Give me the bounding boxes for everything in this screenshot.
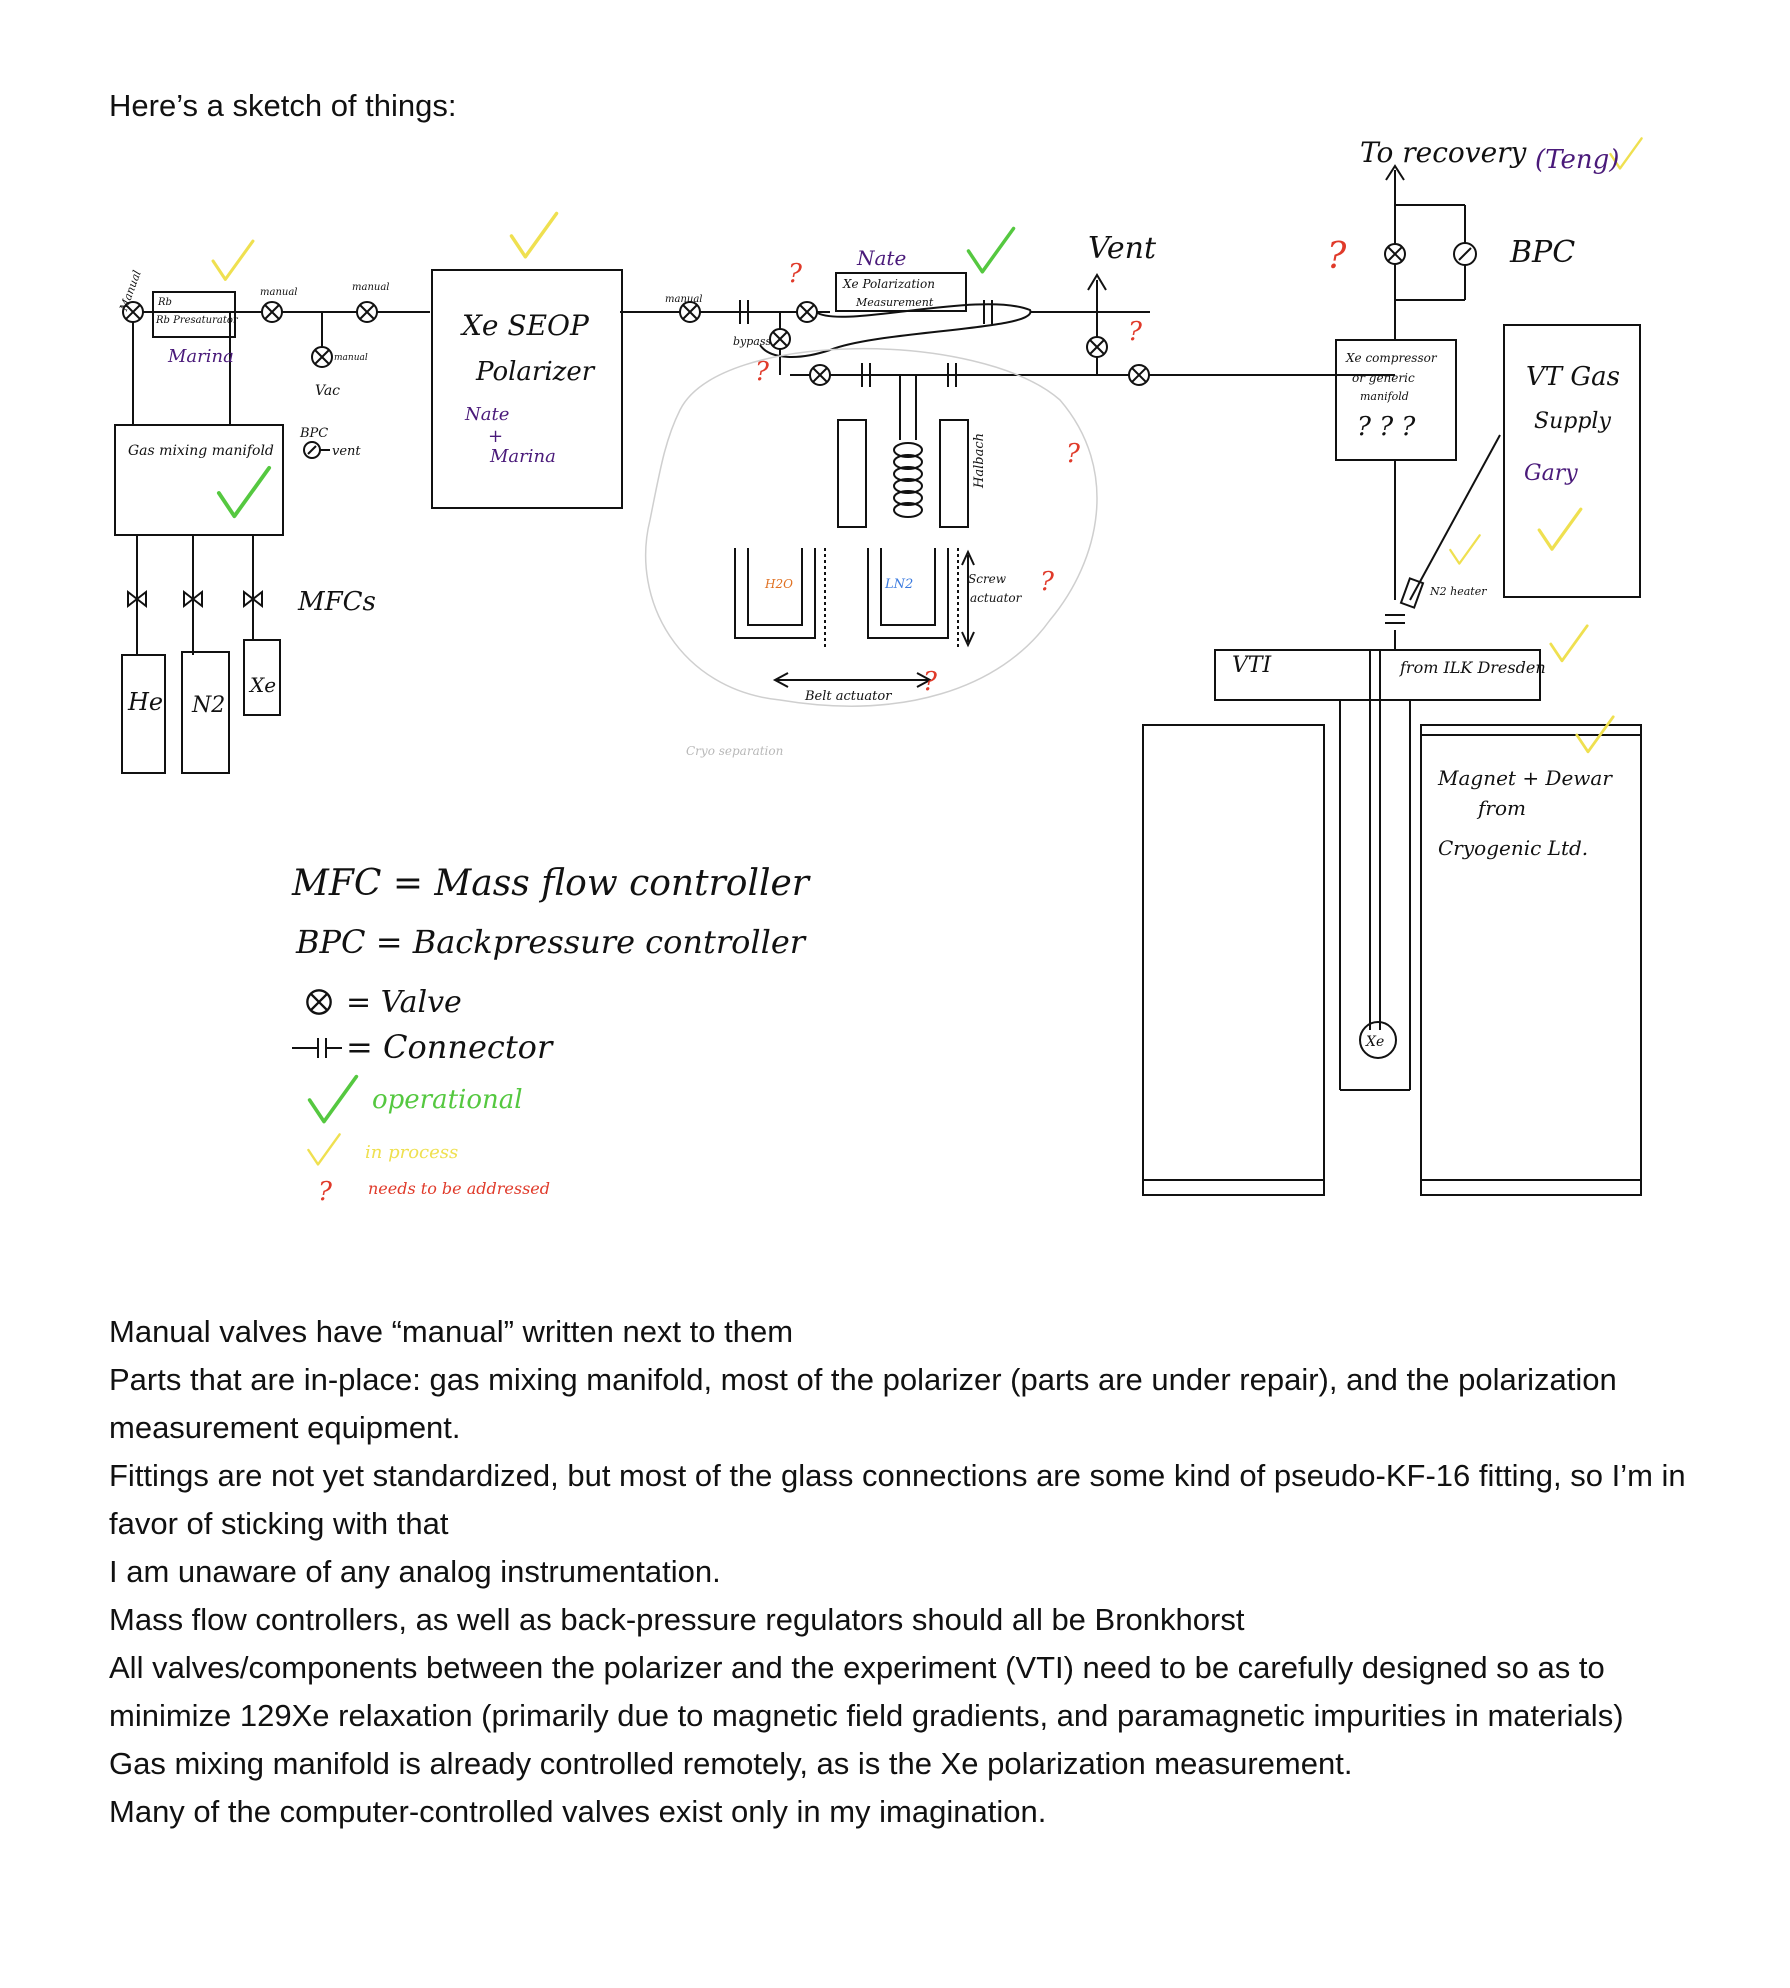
legend-yellow-check (308, 1134, 339, 1164)
label-xe-pol-2: Measurement (855, 296, 934, 309)
label-bpc-big: BPC (1509, 235, 1575, 270)
label-magnet-2: from (1476, 796, 1526, 820)
check-ilk (1551, 626, 1587, 661)
q-screw: ? (1040, 567, 1055, 597)
label-rb-1: Rb (157, 297, 172, 308)
valve-right (1129, 365, 1149, 385)
note-item: Mass flow controllers, as well as back-p… (109, 1596, 1689, 1644)
q-vent: ? (1128, 317, 1143, 347)
valve-recovery (1385, 244, 1405, 264)
gas-handling-diagram: ? ? ? ? ? ? ? Manual Rb Rb Presaturator … (0, 0, 1790, 1300)
label-nate-marina-1: Nate (464, 404, 509, 425)
q-recovery: ? (1327, 236, 1347, 277)
legend-valve: = Valve (346, 985, 462, 1020)
check-polarizer (511, 213, 556, 256)
legend-valve-icon (307, 990, 330, 1013)
label-nate-marina-2: + (488, 426, 503, 447)
label-manual-3: manual (665, 294, 703, 305)
label-vac: Vac (315, 383, 340, 399)
label-vt-gas-2: Supply (1534, 409, 1611, 434)
check-n2-heater (1450, 535, 1479, 563)
label-manual-2: manual (352, 282, 390, 293)
label-magnet-3: Cryogenic Ltd. (1438, 836, 1588, 860)
label-magnet-1: Magnet + Dewar (1437, 766, 1613, 790)
label-nate-2: Nate (856, 246, 906, 270)
bpc-small-icon (304, 442, 330, 458)
valve-pol-meas (797, 302, 817, 322)
legend-connector-icon (292, 1038, 342, 1058)
label-xe-comp-3: manifold (1360, 390, 1409, 403)
valve-bypass (770, 329, 790, 349)
legend-needs: needs to be addressed (368, 1179, 550, 1198)
label-qqq: ? ? ? (1357, 412, 1416, 442)
label-mfcs: MFCs (297, 587, 376, 617)
cryo-separation-outline (646, 349, 1097, 706)
check-rb-presat (213, 241, 253, 279)
note-item: Fittings are not yet standardized, but m… (109, 1452, 1689, 1548)
label-ln2: LN2 (884, 577, 913, 592)
label-xe-seop-1: Xe SEOP (460, 309, 590, 342)
label-bypass: bypass (733, 335, 772, 348)
legend-bpc: BPC = Backpressure controller (295, 923, 807, 961)
label-teng: (Teng) (1535, 145, 1619, 175)
label-halbach: Halbach (972, 433, 987, 489)
label-n2-heater: N2 heater (1429, 585, 1487, 598)
legend-connector: = Connector (346, 1028, 554, 1066)
q-cryo: ? (1066, 439, 1081, 469)
label-n2: N2 (191, 693, 225, 718)
notes-list: Manual valves have “manual” written next… (109, 1308, 1689, 1836)
label-screw-2: actuator (970, 591, 1023, 605)
note-item: All valves/components between the polari… (109, 1644, 1689, 1740)
label-cryo-separation: Cryo separation (686, 744, 783, 758)
label-xe-comp-2: or generic (1352, 371, 1415, 385)
legend-operational: operational (372, 1085, 523, 1115)
legend-green-check (310, 1077, 357, 1122)
legend-red-q: ? (318, 1177, 333, 1207)
note-item: Manual valves have “manual” written next… (109, 1308, 1689, 1356)
valve-manual-1 (262, 302, 282, 322)
note-item: Parts that are in-place: gas mixing mani… (109, 1356, 1689, 1452)
label-xe-comp-1: Xe compressor (1345, 351, 1438, 365)
label-h2o: H2O (764, 577, 793, 591)
label-he: He (127, 688, 163, 716)
legend-in-process: in process (365, 1142, 458, 1163)
label-from-ilk: from ILK Dresden (1399, 658, 1546, 677)
label-belt: Belt actuator (804, 689, 892, 704)
label-xe-cell: Xe (1365, 1034, 1384, 1050)
label-marina-1: Marina (167, 346, 234, 367)
valve-vac (312, 347, 332, 367)
label-gary: Gary (1524, 461, 1578, 486)
label-rb-presaturator: Rb Presaturator (155, 315, 239, 326)
q-bypass: ? (755, 357, 770, 387)
label-xe-seop-2: Polarizer (475, 357, 596, 387)
label-vti: VTI (1232, 653, 1273, 678)
label-gas-mixing: Gas mixing manifold (128, 443, 274, 459)
q-pol-meas: ? (788, 259, 803, 289)
label-vt-gas-1: VT Gas (1526, 362, 1620, 392)
label-nate-marina-3: Marina (489, 446, 556, 467)
check-gas-manifold (219, 468, 269, 516)
valve-manual-3 (680, 302, 700, 322)
label-vent-big: Vent (1088, 231, 1157, 266)
label-manual-small: manual (334, 353, 368, 363)
legend: MFC = Mass flow controller BPC = Backpre… (291, 863, 811, 1207)
valve-cryo (810, 365, 830, 385)
note-item: Many of the computer-controlled valves e… (109, 1788, 1689, 1836)
label-screw-1: Screw (968, 572, 1007, 586)
valve-manual-2 (357, 302, 377, 322)
label-manual-1: manual (260, 287, 298, 298)
label-xe-pol-1: Xe Polarization (842, 277, 935, 291)
legend-mfc: MFC = Mass flow controller (291, 863, 811, 904)
label-vent-small: vent (332, 444, 361, 459)
label-to-recovery: To recovery (1360, 136, 1528, 169)
note-item: I am unaware of any analog instrumentati… (109, 1548, 1689, 1596)
check-vt-gas (1539, 509, 1581, 549)
check-pol-meas (968, 228, 1013, 271)
label-bpc-small: BPC (299, 426, 328, 441)
label-xe-bottle: Xe (248, 673, 276, 697)
bpc-icon (1454, 243, 1476, 265)
q-belt: ? (923, 667, 938, 697)
valve-vent (1087, 337, 1107, 357)
note-item: Gas mixing manifold is already controlle… (109, 1740, 1689, 1788)
